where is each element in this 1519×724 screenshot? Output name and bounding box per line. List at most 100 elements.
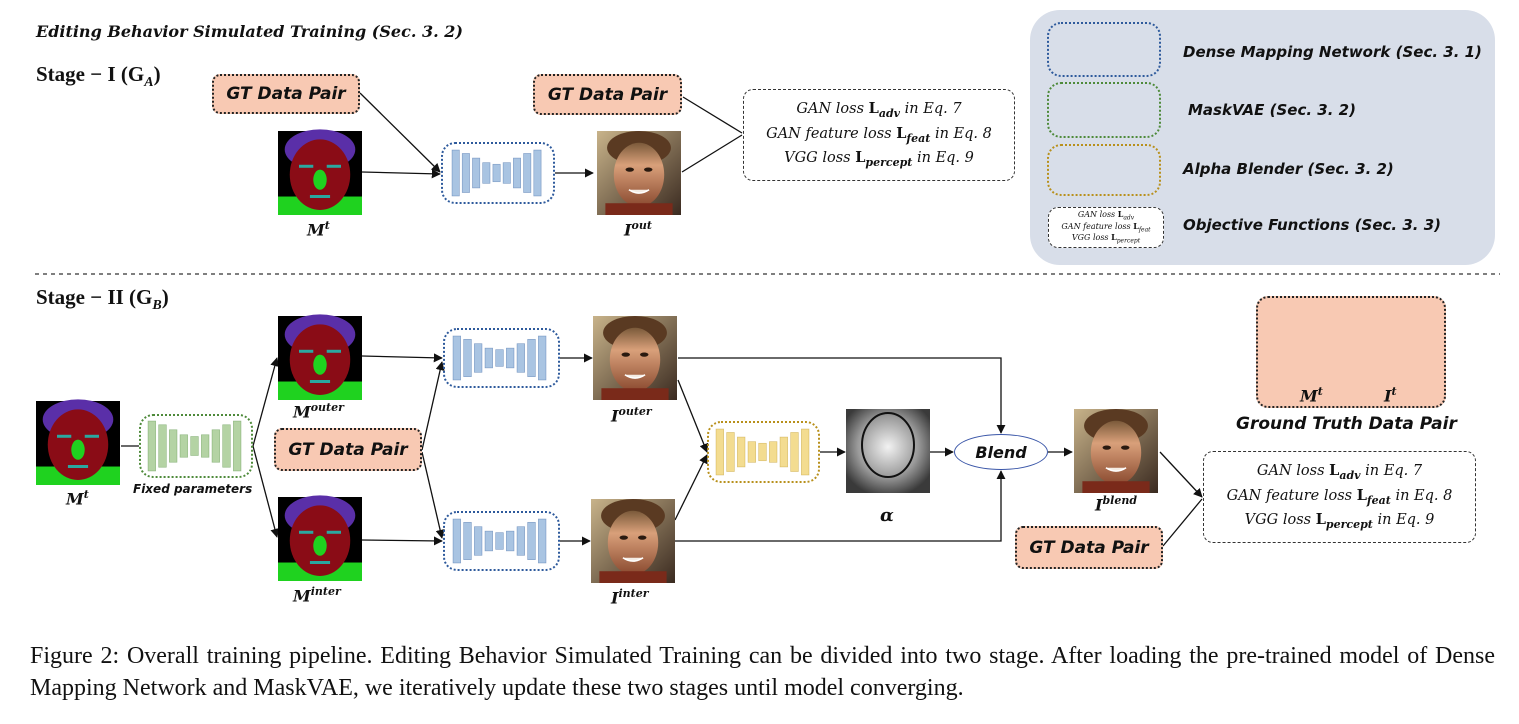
legend-maskvae-swatch <box>1047 82 1161 138</box>
gt-data-pair-label: GT Data Pair <box>1029 537 1149 558</box>
loss-line-percept: VGG loss Lpercept in Eq. 9 <box>784 147 974 171</box>
gt-data-pair-label: GT Data Pair <box>226 84 346 104</box>
label-minter-sup: inter <box>310 585 341 598</box>
figure-title: Editing Behavior Simulated Training (Sec… <box>36 22 463 41</box>
legend-maskvae-ref: (Sec. 3. 2) <box>1269 101 1356 119</box>
legend-loss-feat-sym: L <box>1133 220 1139 231</box>
ground-truth-pair-label: Ground Truth Data Pair <box>1236 414 1457 434</box>
legend-dense-label: Dense Mapping Network (Sec. 3. 1) <box>1183 43 1482 61</box>
title-ref: (Sec. 3. 2) <box>371 22 463 41</box>
mask-minter <box>278 495 362 581</box>
arrow-mouter-to-dense <box>361 353 443 363</box>
loss-adv-post: in Eq. 7 <box>900 101 962 118</box>
legend-alpha-ref: (Sec. 3. 2) <box>1307 160 1394 178</box>
loss-feat-pre: GAN feature loss <box>766 125 897 142</box>
legend-loss-percept-sym: L <box>1111 232 1117 243</box>
label-minter: Minter <box>293 585 341 605</box>
legend-loss-feat: GAN feature loss Lfeat <box>1061 220 1150 234</box>
loss-adv-sym: L <box>1329 462 1340 480</box>
legend-loss-percept-sub: percept <box>1116 237 1141 245</box>
loss-percept-post: in Eq. 9 <box>1372 512 1435 529</box>
loss-line-adv: GAN loss Ladv in Eq. 7 <box>796 98 961 122</box>
face-iblend <box>1074 409 1158 493</box>
label-fixed-parameters: Fixed parameters <box>133 482 252 496</box>
gt-data-pair-stage2-a: GT Data Pair <box>274 428 422 471</box>
legend-alpha-text: Alpha Blender <box>1183 160 1303 178</box>
loss-feat-pre: GAN feature loss <box>1226 487 1357 504</box>
face-iouter <box>593 316 677 400</box>
gt-data-pair-label: GT Data Pair <box>547 84 668 105</box>
arrow-mt-to-dense-a <box>361 169 441 179</box>
legend-loss-adv-sym: L <box>1117 208 1124 219</box>
arrow-gt-to-dense-top <box>421 361 445 451</box>
label-mt-stage2: Mt <box>66 488 89 508</box>
stage-2-text: Stage − II (G <box>36 285 153 309</box>
loss-adv-pre: GAN loss <box>796 101 869 118</box>
maskvae-net-shape <box>147 420 242 472</box>
label-iblend-sup: blend <box>1102 494 1138 507</box>
ground-truth-pair-box <box>1256 296 1446 408</box>
label-mt-sup: t <box>83 488 89 501</box>
legend-maskvae-text: MaskVAE <box>1188 101 1265 119</box>
arrow-maskvae-to-mouter <box>252 357 280 447</box>
dense-net-shape-stage1 <box>451 149 542 197</box>
gt-data-pair-label: GT Data Pair <box>288 439 408 460</box>
arrow-gt-to-loss-b <box>1162 498 1203 547</box>
legend-dense-swatch <box>1047 22 1161 77</box>
legend-loss-adv: GAN loss Ladv <box>1077 208 1135 222</box>
dense-net-shape-stage2-top <box>452 335 547 381</box>
label-mt-text: M <box>66 489 84 509</box>
loss-feat-sub: feat <box>906 131 931 145</box>
label-iinter: Iinter <box>611 587 649 607</box>
loss-percept-pre: VGG loss <box>784 150 856 167</box>
loss-line-feat: GAN feature loss Lfeat in Eq. 8 <box>766 123 992 147</box>
stage-2-sub: B <box>152 298 162 314</box>
label-gt-mt: Mt <box>1300 385 1323 405</box>
label-iouter-sup: outer <box>618 405 652 418</box>
label-minter-text: M <box>293 586 311 606</box>
label-iblend-text: I <box>1095 495 1103 515</box>
loss-feat-post: in Eq. 8 <box>1390 487 1453 504</box>
label-iout: Iout <box>624 219 652 239</box>
label-alpha-text: α <box>880 505 894 526</box>
face-iout <box>597 131 681 215</box>
label-mouter: Mouter <box>293 401 344 421</box>
alpha-net-shape <box>715 428 810 476</box>
loss-percept-sub: percept <box>865 156 913 170</box>
loss-adv-sub: adv <box>878 107 901 121</box>
dense-mapping-net-stage2-top <box>443 328 560 388</box>
label-mouter-sup: outer <box>310 401 344 414</box>
blend-label: Blend <box>975 442 1027 462</box>
arrow-gt-to-dense-bottom <box>421 451 445 539</box>
label-alpha: α <box>880 505 894 526</box>
loss-feat-sub: feat <box>1366 493 1391 507</box>
legend-loss-adv-sub: adv <box>1123 214 1135 222</box>
label-gt-mt-sup: t <box>1317 385 1323 398</box>
title-text: Editing Behavior Simulated Training <box>36 22 367 41</box>
label-iinter-text: I <box>611 588 619 608</box>
legend-objective-ref: (Sec. 3. 3) <box>1354 216 1441 234</box>
face-iinter <box>591 499 675 583</box>
dense-mapping-net-stage1 <box>441 142 555 204</box>
loss-adv-post: in Eq. 7 <box>1360 463 1423 480</box>
stage-2-label: Stage − II (GB) <box>36 285 169 314</box>
loss-box-stage1: GAN loss Ladv in Eq. 7 GAN feature loss … <box>743 89 1015 181</box>
legend-dense-text: Dense Mapping Network <box>1183 43 1391 61</box>
loss-line-feat: GAN feature loss Lfeat in Eq. 8 <box>1227 485 1453 509</box>
arrow-iinter-to-alpha <box>674 454 708 521</box>
legend-objective-swatch: GAN loss Ladv GAN feature loss Lfeat VGG… <box>1048 207 1164 248</box>
loss-line-adv: GAN loss Ladv in Eq. 7 <box>1257 460 1422 484</box>
label-iouter-text: I <box>611 406 619 426</box>
gt-data-pair-stage1-b: GT Data Pair <box>533 74 682 115</box>
loss-adv-sub: adv <box>1339 469 1361 483</box>
legend-loss-percept-pre: VGG loss <box>1071 233 1112 243</box>
label-mouter-text: M <box>293 402 311 422</box>
label-iblend: Iblend <box>1095 494 1137 514</box>
label-gt-mt-text: M <box>1300 386 1318 406</box>
legend-alpha-label: Alpha Blender (Sec. 3. 2) <box>1183 160 1394 178</box>
legend-loss-adv-pre: GAN loss <box>1077 209 1118 219</box>
arrow-iinter-to-blend <box>675 470 1006 542</box>
loss-feat-sym: L <box>1356 486 1367 504</box>
gt-data-pair-stage2-b: GT Data Pair <box>1015 526 1163 569</box>
